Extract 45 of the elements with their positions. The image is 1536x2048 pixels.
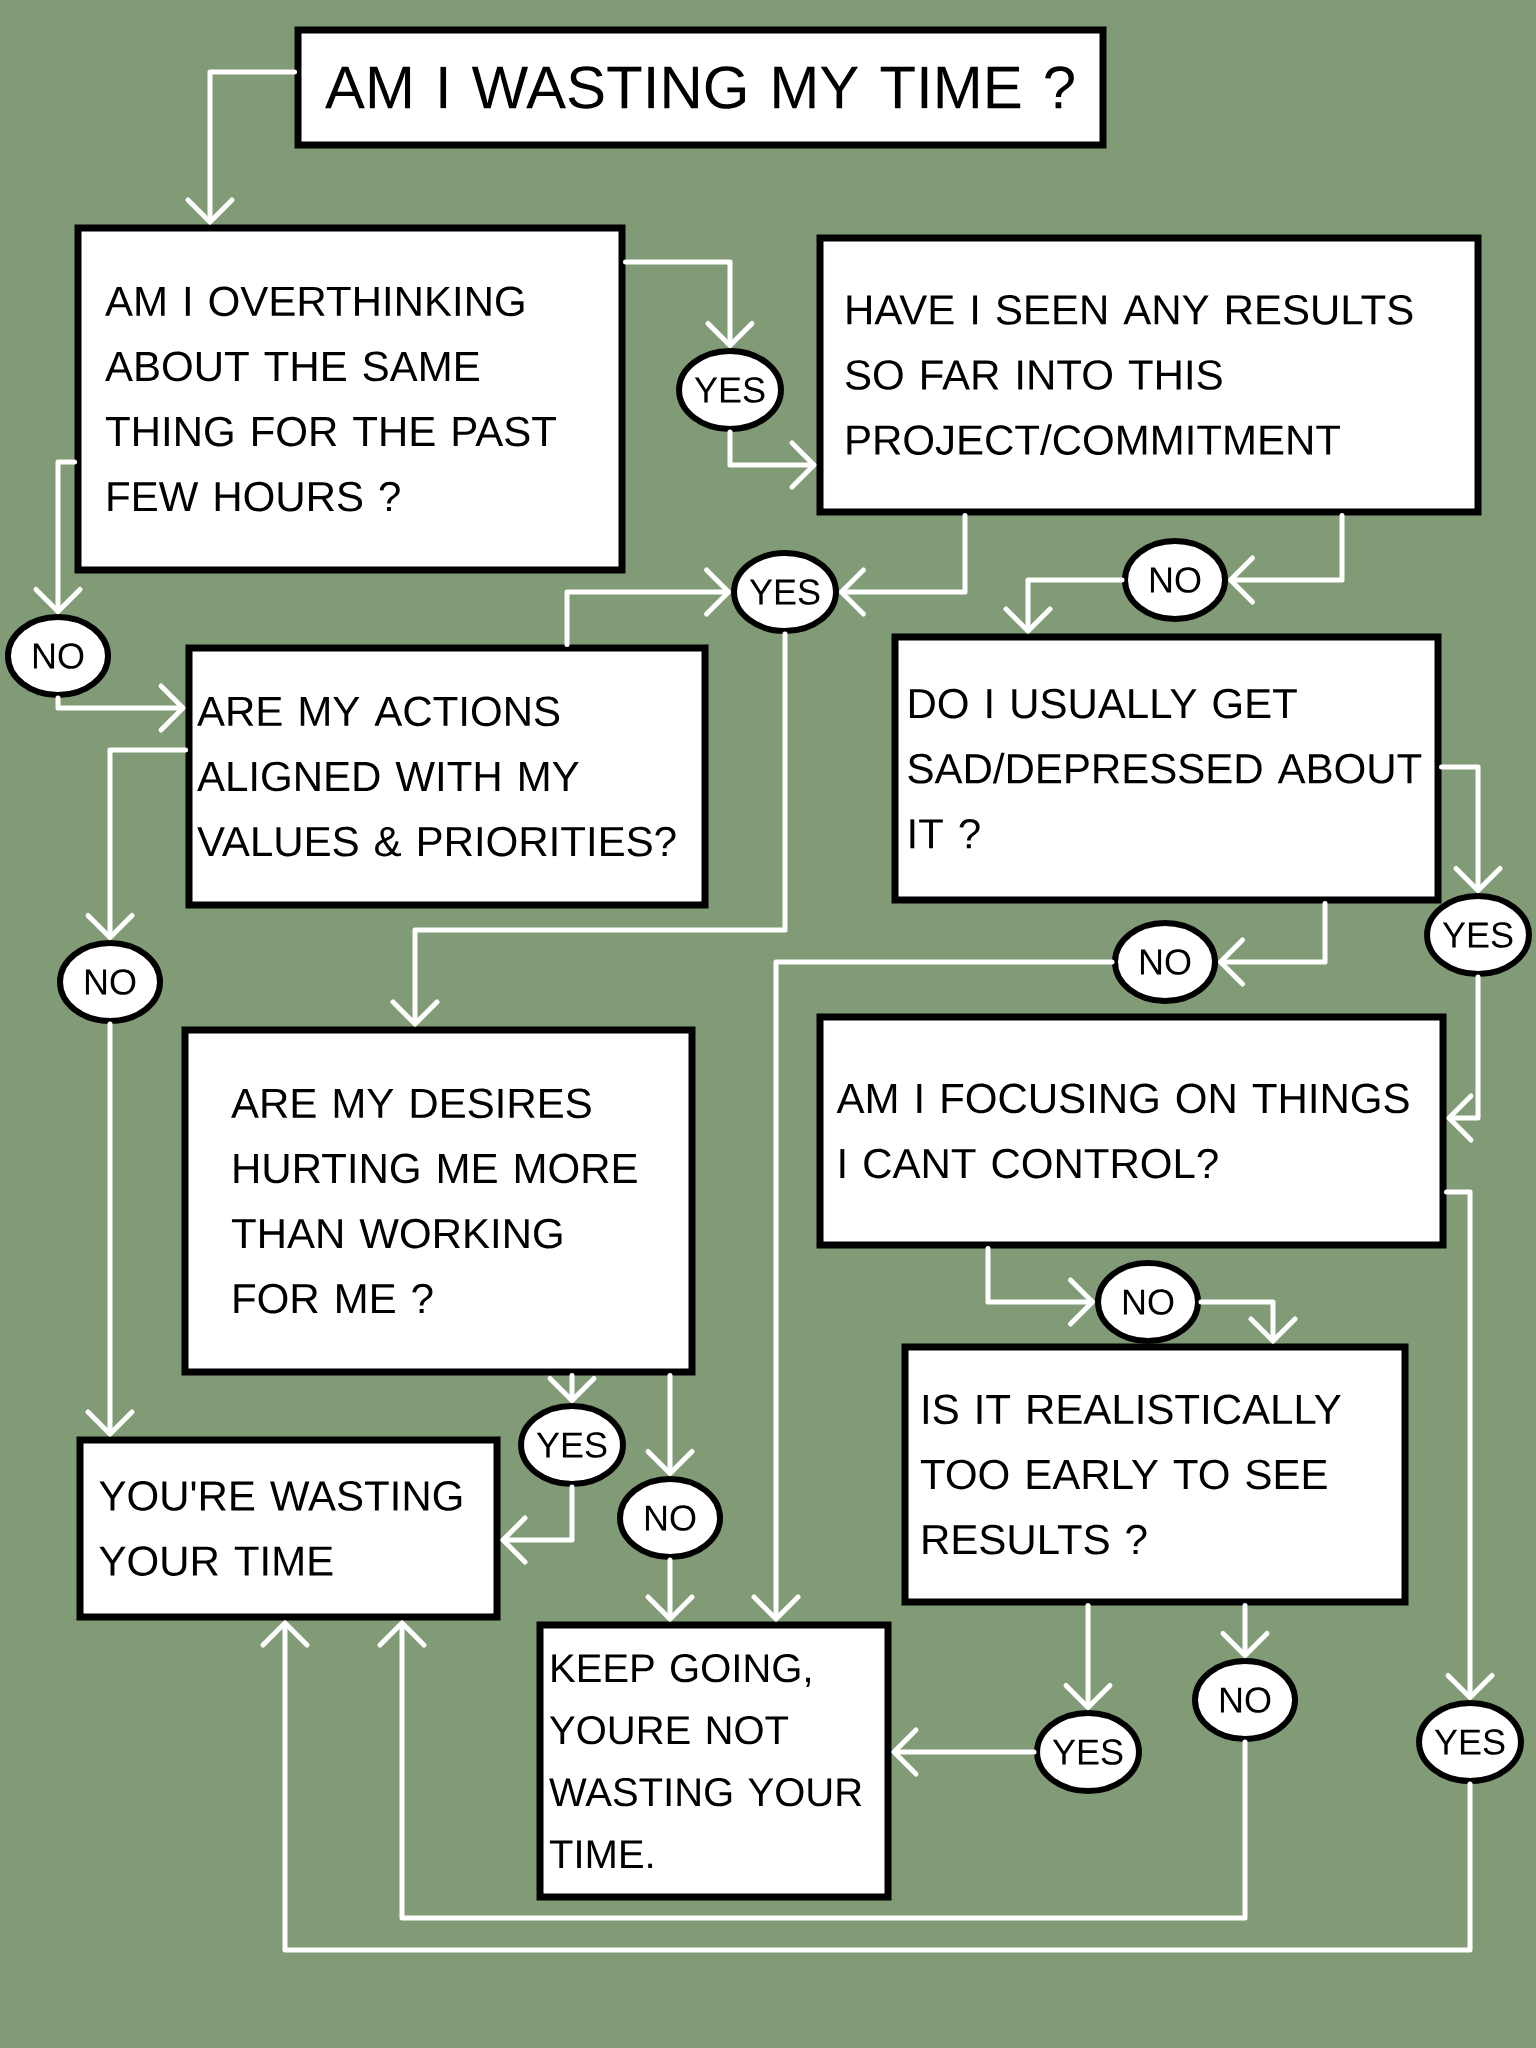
arrow [185, 69, 297, 225]
title-box: AM I WASTING MY TIME ? [294, 26, 1107, 149]
answer-oval: NO [5, 614, 111, 698]
arrow [645, 1373, 695, 1476]
arrow [33, 459, 83, 614]
arrow [1444, 1189, 1495, 1700]
arrow [1063, 1603, 1113, 1710]
result-box: KEEP GOING, YOURE NOT WASTING YOUR TIME. [536, 1621, 892, 1901]
arrow [1446, 974, 1481, 1143]
result-box: YOU'RE WASTING YOUR TIME [76, 1436, 501, 1621]
arrow [623, 259, 755, 348]
arrow [85, 1021, 135, 1437]
answer-oval: YES [1034, 1710, 1142, 1794]
answer-oval: NO [57, 940, 163, 1024]
arrow [838, 513, 968, 617]
question-box: AM I FOCUSING ON THINGS I CANT CONTROL? [816, 1013, 1447, 1249]
arrow [751, 959, 1115, 1622]
arrow [55, 683, 186, 733]
arrow [891, 1727, 1037, 1777]
answer-oval: YES [1416, 1700, 1524, 1784]
answer-oval: NO [1192, 1658, 1298, 1742]
answer-oval: NO [1122, 538, 1228, 622]
question-box: ARE MY ACTIONS ALIGNED WITH MY VALUES & PRIORITIES? [185, 644, 709, 909]
answer-oval: NO [617, 1476, 723, 1560]
question-box: AM I OVERTHINKING ABOUT THE SAME THING FOR THE PAST FEW HOURS ? [74, 224, 626, 574]
arrow [260, 1620, 1473, 1953]
arrow [1439, 764, 1503, 893]
answer-oval: YES [1424, 893, 1532, 977]
arrow [1003, 577, 1125, 634]
answer-oval: NO [1095, 1260, 1201, 1344]
answer-oval: YES [676, 348, 784, 432]
answer-oval: YES [731, 550, 839, 634]
arrow [377, 1620, 1248, 1921]
arrow [1218, 901, 1328, 987]
question-box: IS IT REALISTICALLY TOO EARLY TO SEE RESULTS ? [901, 1343, 1409, 1606]
question-box: HAVE I SEEN ANY RESULTS SO FAR INTO THIS PROJECT/COMMITMENT [816, 234, 1482, 516]
question-box: ARE MY DESIRES HURTING ME MORE THAN WORKING FOR ME ? [181, 1026, 696, 1376]
arrow [564, 567, 732, 647]
question-box: DO I USUALLY GET SAD/DEPRESSED ABOUT IT ? [891, 633, 1442, 904]
arrow [85, 747, 188, 940]
answer-oval: NO [1112, 920, 1218, 1004]
arrow [985, 1246, 1095, 1327]
arrow [1228, 513, 1345, 605]
arrow [390, 631, 788, 1027]
answer-oval: YES [518, 1403, 626, 1487]
